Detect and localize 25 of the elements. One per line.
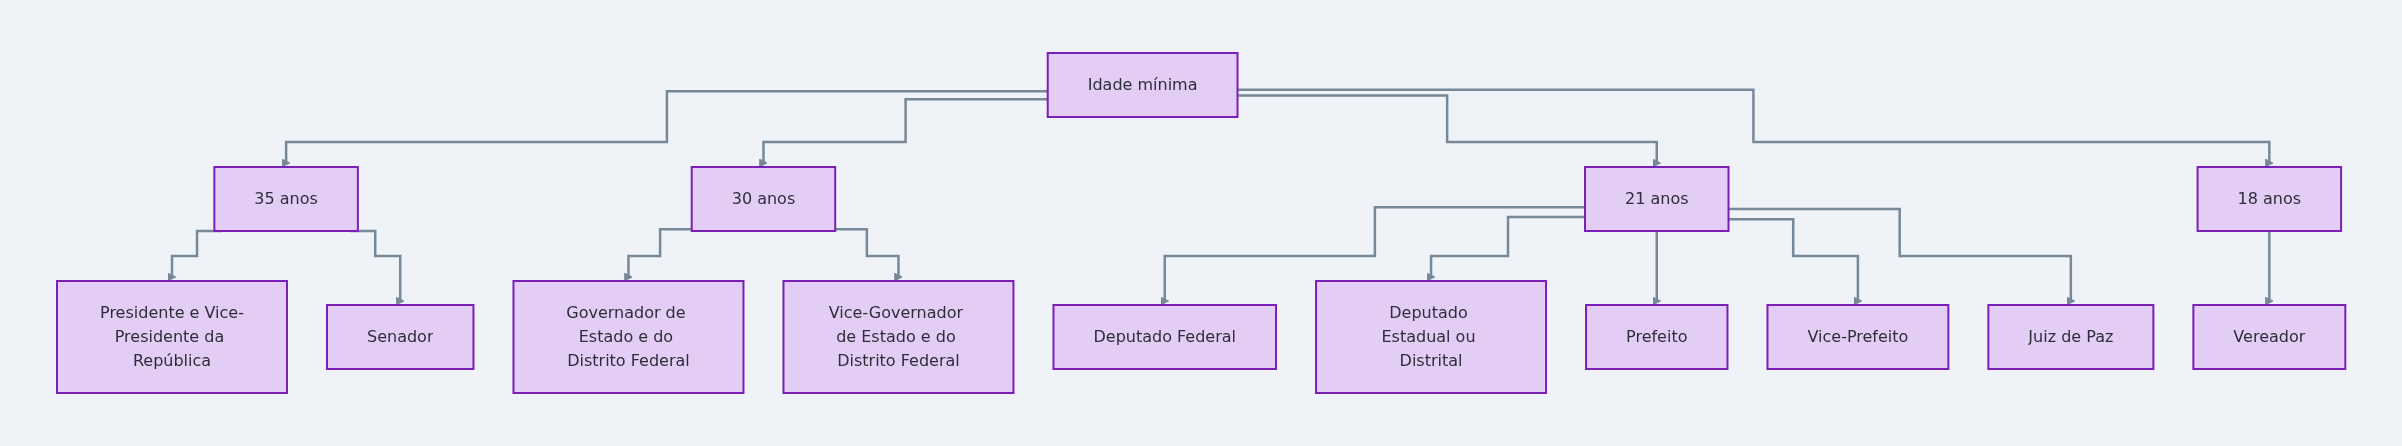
- arrow: [835, 228, 903, 282]
- node-box: Deputado Estadual ou Distrital: [1314, 280, 1547, 394]
- node-box: Vice-Governador de Estado e do Distrito Federal: [782, 280, 1015, 394]
- node-box: Vice-Prefeito: [1766, 304, 1950, 370]
- arrow: [1728, 207, 2076, 306]
- arrow: [623, 228, 692, 282]
- arrow: [758, 98, 1048, 168]
- node-box: Presidente e Vice-Presidente da República: [55, 280, 288, 394]
- arrow: [1426, 215, 1585, 282]
- node-box: Vereador: [2192, 304, 2347, 370]
- node-box: 35 anos: [213, 166, 359, 232]
- node-box: Juiz de Paz: [1987, 304, 2155, 370]
- arrow: [1237, 94, 1661, 168]
- node-box: Senador: [325, 304, 475, 370]
- node-box: 30 anos: [690, 166, 837, 232]
- arrow: [1237, 88, 2274, 168]
- node-box: Deputado Federal: [1052, 304, 1277, 370]
- node-box: Idade mínima: [1046, 52, 1239, 118]
- node-box: Governador de Estado e do Distrito Federal: [512, 280, 745, 394]
- arrow: [1160, 206, 1585, 306]
- node-box: Prefeito: [1584, 304, 1729, 370]
- arrow: [1728, 218, 1863, 306]
- node-box: 18 anos: [2196, 166, 2342, 232]
- node-box: 21 anos: [1583, 166, 1730, 232]
- arrow: [281, 90, 1048, 168]
